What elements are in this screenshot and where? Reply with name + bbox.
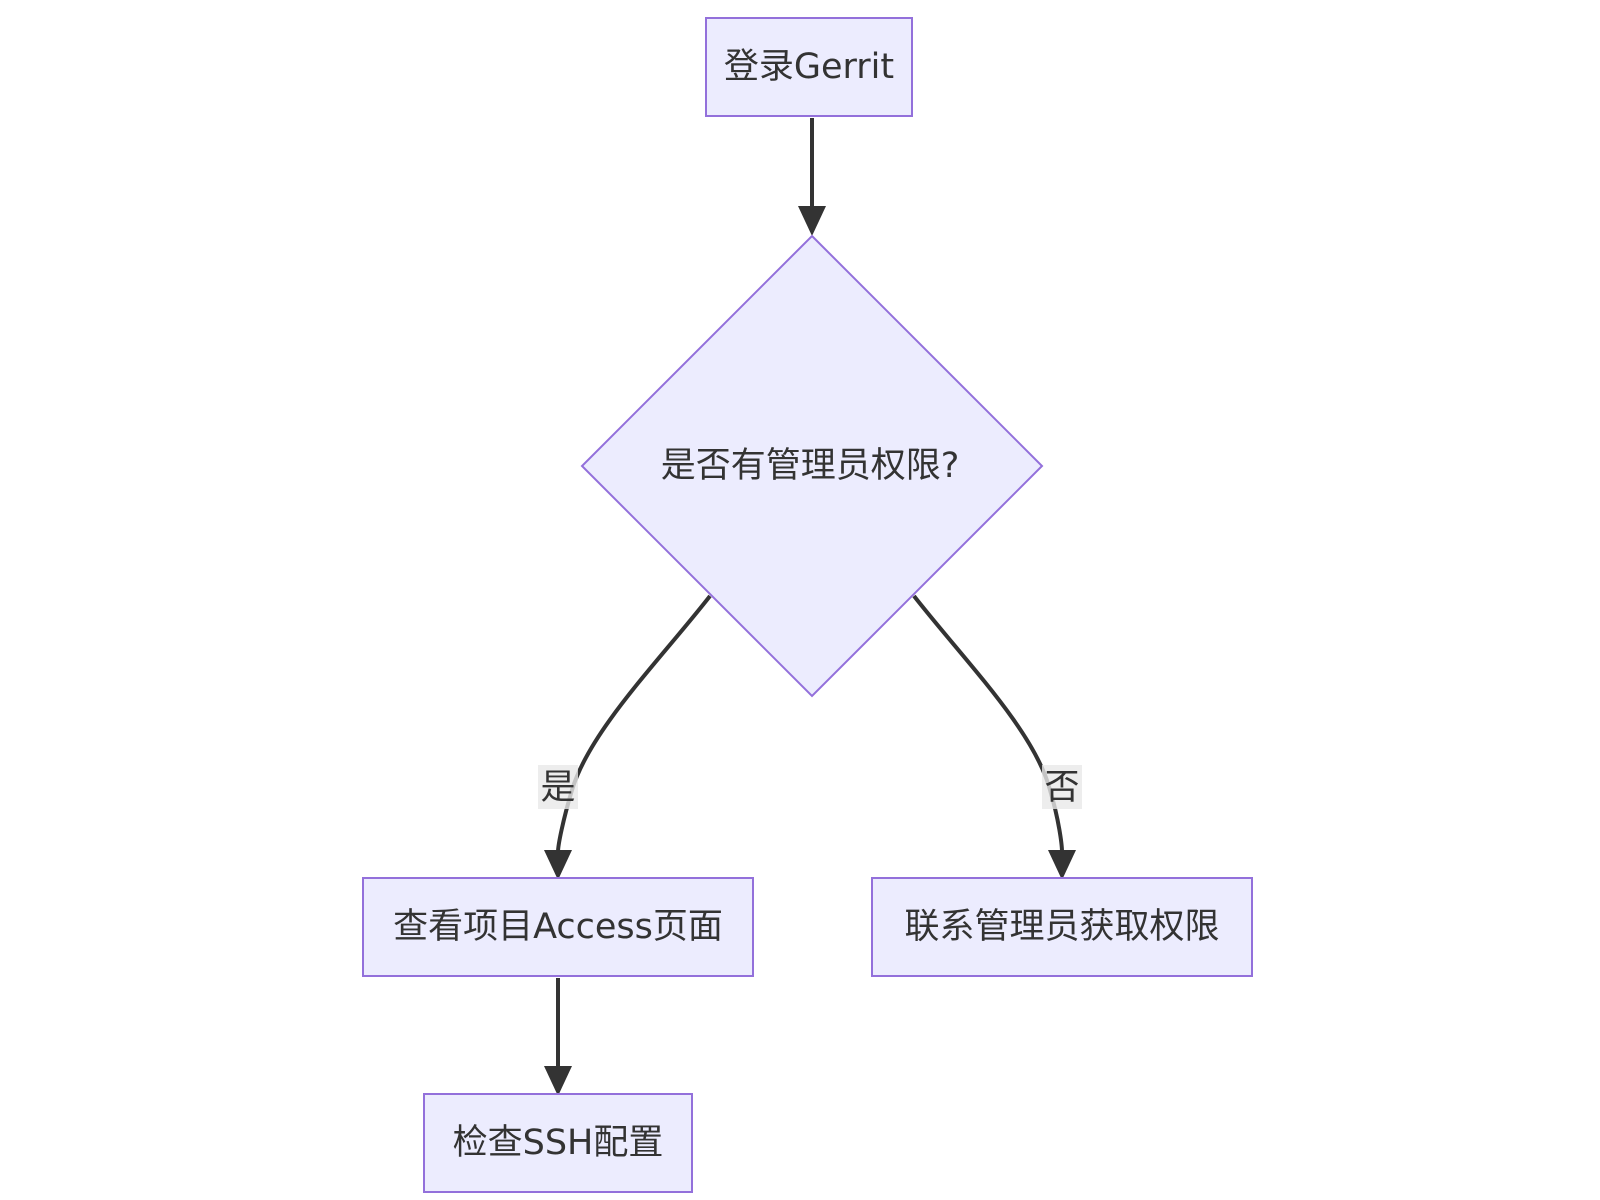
node-access-page-label: 查看项目Access页面 (393, 907, 723, 947)
node-check-ssh-label: 检查SSH配置 (453, 1123, 664, 1163)
node-decision-diamond (580, 234, 1044, 698)
arrowhead-decision-to-contact (1048, 850, 1076, 880)
node-check-ssh: 检查SSH配置 (423, 1093, 693, 1193)
edge-label-no-bg (1042, 765, 1082, 809)
edge-label-no: 否 (1042, 765, 1082, 809)
node-contact-admin-label: 联系管理员获取权限 (904, 907, 1219, 947)
node-login-box (705, 17, 913, 117)
node-login-label: 登录Gerrit (724, 47, 894, 87)
node-decision: 是否有管理员权限? (580, 234, 1044, 698)
edge-decision-to-access (556, 594, 712, 853)
edge-label-yes: 是 (538, 765, 578, 809)
edge-label-yes-bg (538, 765, 578, 809)
arrowhead-login-to-decision (798, 206, 826, 236)
edge-label-yes-text: 是 (540, 768, 575, 808)
edge-label-no-text: 否 (1044, 768, 1079, 808)
node-decision-label: 是否有管理员权限? (661, 446, 960, 486)
node-contact-admin: 联系管理员获取权限 (871, 877, 1253, 977)
arrowhead-decision-to-access (544, 850, 572, 880)
node-login: 登录Gerrit (705, 17, 913, 117)
node-access-page: 查看项目Access页面 (362, 877, 754, 977)
node-contact-admin-box (871, 877, 1253, 977)
node-check-ssh-box (423, 1093, 693, 1193)
node-access-page-box (362, 877, 754, 977)
arrowhead-access-to-ssh (544, 1066, 572, 1096)
edge-decision-to-contact (912, 594, 1064, 853)
